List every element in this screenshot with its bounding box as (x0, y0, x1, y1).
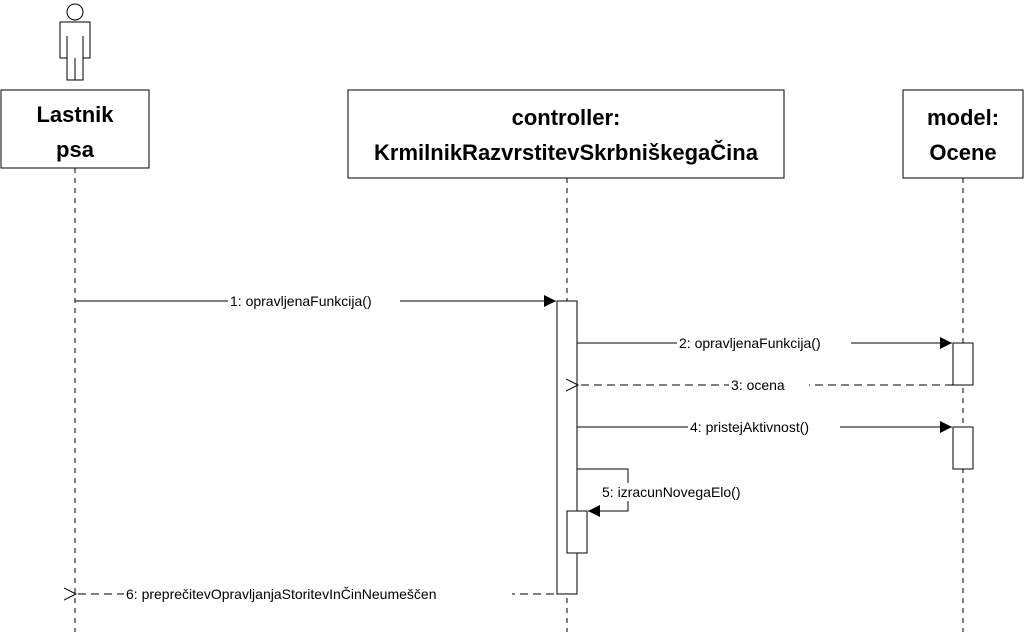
activation-model-2 (952, 426, 974, 470)
activation-model-1 (952, 342, 974, 386)
message-4: 4: pristejAktivnost() (577, 418, 952, 436)
message-6-label: 6: preprečitevOpravljanjaStoritevInČinNe… (126, 586, 436, 602)
lifeline-owner-title-1: Lastnik (36, 102, 114, 127)
message-3-label: 3: ocena (731, 377, 785, 393)
lifeline-controller-title-1: controller: (512, 105, 621, 130)
lifeline-controller: controller: KrmilnikRazvrstitevSkrbniške… (347, 89, 785, 179)
message-6: 6: preprečitevOpravljanjaStoritevInČinNe… (76, 585, 567, 603)
message-3: 3: ocena (578, 376, 953, 394)
message-1-label: 1: opravljenaFunkcija() (230, 293, 372, 309)
lifeline-owner: Lastnik psa (0, 89, 150, 169)
message-1: 1: opravljenaFunkcija() (75, 292, 556, 310)
lifeline-model-title-1: model: (927, 105, 999, 130)
message-2: 2: opravljenaFunkcija() (577, 334, 952, 352)
lifeline-owner-title-2: psa (56, 137, 95, 162)
actor-icon (59, 3, 91, 81)
lifeline-model-title-2: Ocene (929, 140, 996, 165)
message-2-label: 2: opravljenaFunkcija() (679, 335, 821, 351)
lifeline-model: model: Ocene (902, 89, 1024, 179)
message-5-label: 5: izracunNovegaElo() (602, 484, 741, 500)
lifeline-controller-title-2: KrmilnikRazvrstitevSkrbniškegaČina (374, 140, 759, 165)
message-5: 5: izracunNovegaElo() (577, 468, 770, 517)
message-4-label: 4: pristejAktivnost() (690, 419, 809, 435)
activation-controller-self (566, 510, 588, 554)
